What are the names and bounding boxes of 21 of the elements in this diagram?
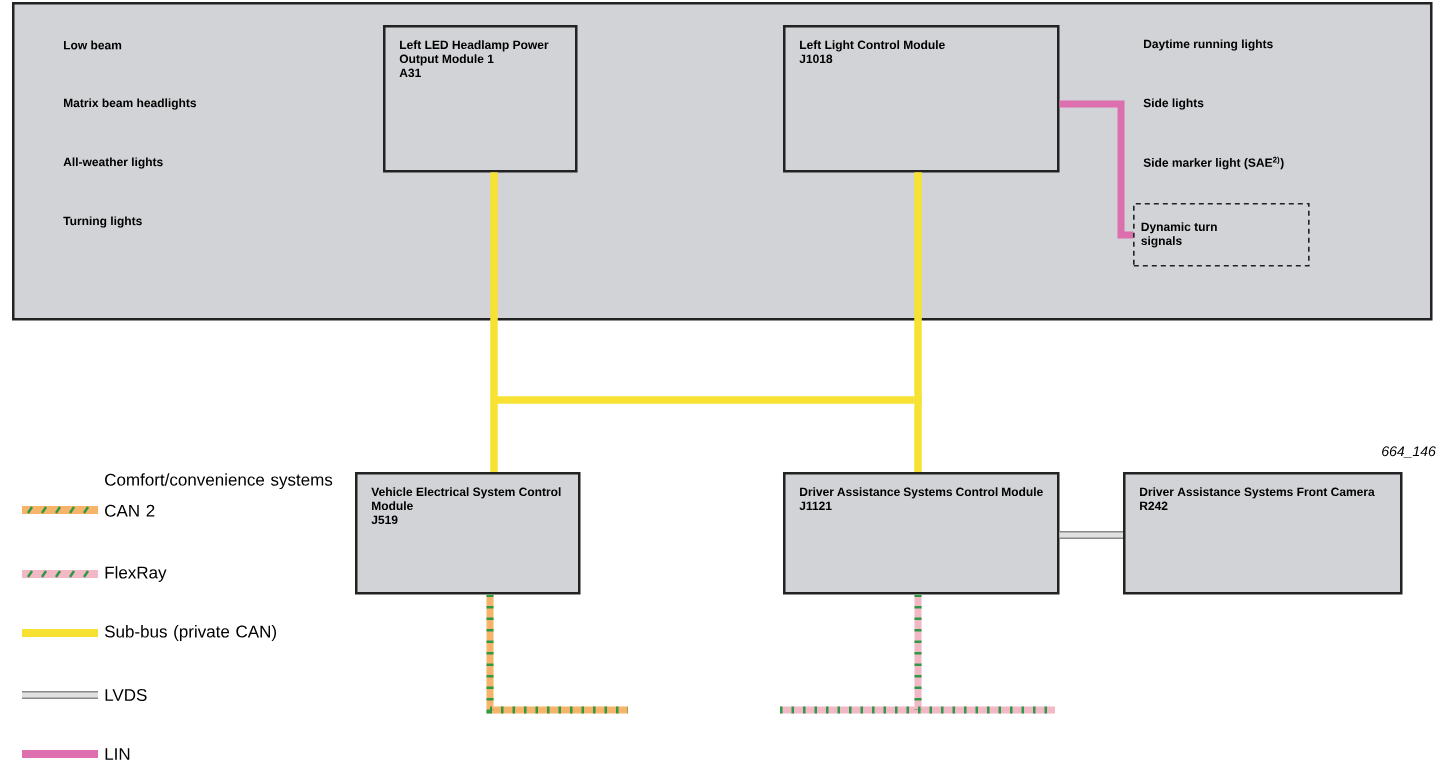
module-box: Vehicle Electrical System Control Module J519	[355, 472, 581, 595]
module-box: Left LED Headlamp Power Output Module 1 A31	[383, 25, 578, 173]
bus-line	[1059, 531, 1123, 539]
bus-line	[486, 594, 628, 714]
light-function-label: Matrix beam headlights	[64, 98, 197, 110]
legend-text: Comfort/convenience systems CAN 2	[105, 473, 333, 517]
light-function-label: Low beam	[64, 40, 122, 50]
module-box: Driver Assistance Systems Front Camera R242	[1123, 472, 1403, 595]
legend-text: Sub-bus (private CAN)	[104, 625, 276, 641]
light-function-label: Side marker light (SAE$^{2)}$)	[1143, 156, 1284, 170]
light-function-label: Side lights	[1143, 98, 1204, 110]
legend-text: FlexRay	[105, 566, 167, 582]
light-function-label: Daytime running lights	[1144, 39, 1273, 51]
light-function-label: Turning lights	[63, 216, 142, 228]
figure-number: 664_146	[1382, 446, 1436, 458]
module-box: Driver Assistance Systems Control Module J1121	[783, 472, 1060, 595]
legend-text: LIN	[105, 748, 130, 760]
light-function-label: All-weather lights	[63, 157, 163, 169]
module-box: Left Light Control Module J1018	[783, 25, 1060, 173]
legend-text: LVDS	[105, 689, 147, 702]
dashed-box: Dynamic turn signals	[1133, 203, 1310, 267]
